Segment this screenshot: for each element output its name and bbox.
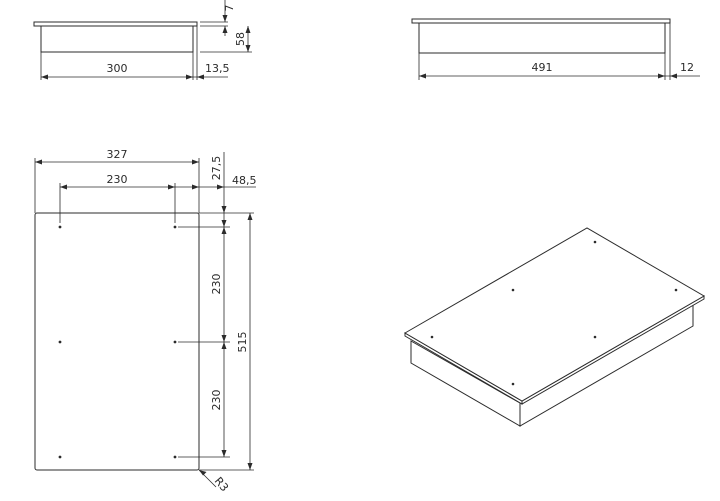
dim-plan-hole-spacing-y-lower-label: 230	[210, 390, 223, 411]
dim-side-lip-label: 13,5	[205, 62, 230, 75]
dim-front-lip: 12	[665, 61, 700, 79]
dim-plan-offset-top-label: 27,5	[210, 156, 223, 181]
dim-plan-offset-right: 48,5	[175, 174, 257, 190]
iso-top-surface	[404, 227, 705, 402]
dim-plan-hole-spacing-y-upper: 230	[210, 227, 227, 342]
side-view: 300 13,5 7 58	[33, 0, 252, 80]
mounting-hole	[593, 240, 597, 244]
dim-plan-corner-radius-label: R3	[212, 475, 231, 495]
plan-view: 327 230 48,5 27,5	[34, 148, 257, 495]
mounting-hole	[58, 340, 62, 344]
side-view-body	[40, 25, 194, 53]
mounting-hole	[58, 455, 62, 459]
front-view-body	[418, 22, 666, 54]
dim-side-depth-label: 58	[234, 32, 247, 46]
dim-plan-offset-top: 27,5	[210, 152, 227, 227]
mounting-hole	[173, 340, 177, 344]
dim-plan-height: 515	[236, 213, 253, 470]
dim-front-width: 491	[419, 61, 665, 79]
dim-front-width-label: 491	[532, 61, 553, 74]
mounting-hole	[173, 225, 177, 229]
mounting-hole	[58, 225, 62, 229]
plan-view-outline	[34, 212, 200, 471]
mounting-hole	[430, 335, 434, 339]
mounting-hole	[173, 455, 177, 459]
mounting-hole	[593, 335, 597, 339]
dim-plan-hole-spacing-y-upper-label: 230	[210, 274, 223, 295]
front-view: 491 12	[411, 18, 700, 80]
dim-side-width-label: 300	[107, 62, 128, 75]
dim-side-lip: 13,5	[193, 62, 230, 80]
dim-side-width: 300	[41, 62, 193, 80]
dim-front-lip-label: 12	[680, 61, 694, 74]
dim-plan-hole-spacing-x: 230	[60, 173, 175, 190]
isometric-view	[404, 227, 705, 427]
side-view-top-plate	[33, 21, 198, 27]
mounting-hole	[511, 288, 515, 292]
mounting-hole	[674, 288, 678, 292]
dim-plan-hole-spacing-y-lower: 230	[210, 342, 227, 457]
front-view-top-plate	[411, 18, 671, 24]
dim-plan-offset-right-label: 48,5	[232, 174, 257, 187]
dim-plan-hole-spacing-x-label: 230	[107, 173, 128, 186]
dim-plan-width-label: 327	[107, 148, 128, 161]
mounting-hole	[511, 382, 515, 386]
dim-side-depth: 58	[234, 26, 251, 52]
dim-plan-corner-radius: R3	[198, 469, 231, 495]
dim-side-thickness-label: 7	[223, 5, 236, 12]
dim-side-thickness: 7	[222, 0, 236, 36]
dim-plan-width: 327	[35, 148, 199, 165]
dim-plan-height-label: 515	[236, 332, 249, 353]
